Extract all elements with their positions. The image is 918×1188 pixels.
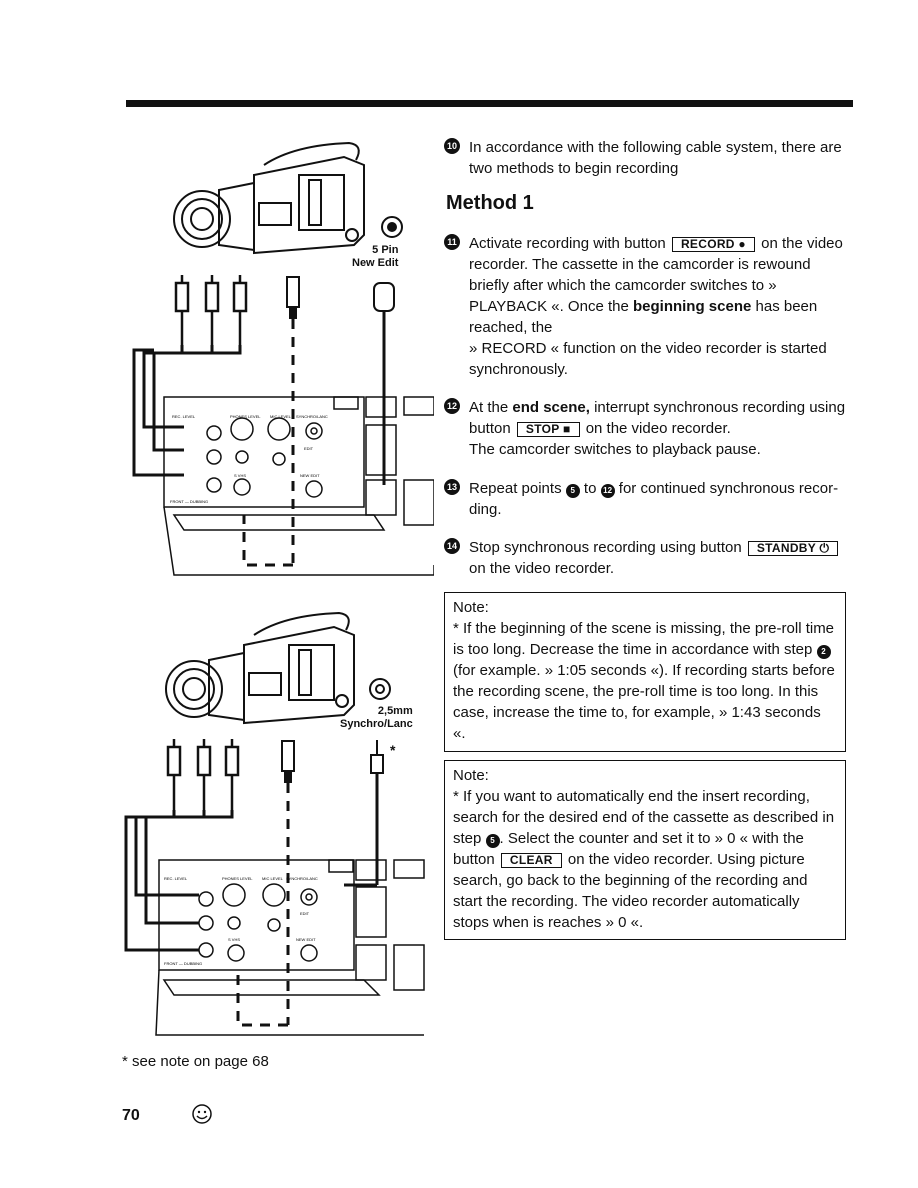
panel-label: FRONT — DUBBING xyxy=(164,961,202,966)
step-number: 12 xyxy=(444,398,460,414)
panel-label: PHONES LEVEL xyxy=(222,876,253,881)
panel-label: S VHS xyxy=(234,473,246,478)
svhs-plug xyxy=(281,740,295,783)
panel-label: MIC LEVEL xyxy=(262,876,284,881)
panel-label: PHONES LEVEL xyxy=(230,414,261,419)
text-span: * If the beginning of the scene is missi… xyxy=(453,620,835,658)
panel-label: REC. LEVEL xyxy=(164,876,188,881)
step-ref: 2 xyxy=(816,645,831,659)
step-text: Activate recording with button RECORD ● … xyxy=(469,233,849,380)
panel-label: SYNCHRO/LANC xyxy=(286,876,318,881)
text-span: to xyxy=(583,480,597,497)
text-span: on the video recorder. xyxy=(585,420,731,437)
panel-label: NEW EDIT xyxy=(300,473,320,478)
figure-cable-lanc: REC. LEVEL PHONES LEVEL MIC LEVEL SYNCHR… xyxy=(124,611,425,1036)
step-number: 13 xyxy=(444,479,460,495)
clear-button-label: CLEAR xyxy=(500,853,562,868)
text-span: At the xyxy=(469,399,509,416)
caption-line: Synchro/Lanc xyxy=(340,718,413,730)
step-14: 14 Stop synchronous recording using butt… xyxy=(444,537,849,579)
record-button-label: RECORD ● xyxy=(671,237,755,252)
step-number: 10 xyxy=(444,138,460,154)
asterisk-mark: * xyxy=(390,742,396,758)
page-number: 70 xyxy=(122,1107,140,1124)
note-box-1: Note: * If the beginning of the scene is… xyxy=(444,592,846,752)
note-title: Note: xyxy=(453,767,489,784)
figure2-caption: 2,5mm Synchro/Lanc xyxy=(340,705,413,731)
step-ref: 12 xyxy=(600,484,615,498)
text-span: on the video recorder. xyxy=(469,560,615,577)
text-span: interrupt synchronous recording using bu… xyxy=(469,399,846,437)
lanc-jack-plug xyxy=(344,740,384,887)
panel-label: REC. LEVEL xyxy=(172,414,196,419)
text-span: Stop synchronous recording using button xyxy=(469,539,742,556)
text-span: » RECORD « function on the video recorde… xyxy=(469,340,827,378)
caption-line: 5 Pin xyxy=(372,244,399,256)
step-ref: 5 xyxy=(565,484,580,498)
rca-plugs xyxy=(166,739,240,810)
step-text: Repeat points 5 to 12 for continued sync… xyxy=(469,478,849,520)
text-span: Repeat points xyxy=(469,480,562,497)
step-10: 10 In accordance with the following cabl… xyxy=(444,137,849,179)
standby-button-label: STANDBY ⏻ xyxy=(747,541,839,556)
edit-plug xyxy=(373,282,395,485)
panel-label: FRONT — DUBBING xyxy=(170,499,208,504)
figure1-caption: 5 Pin New Edit xyxy=(352,244,398,270)
camcorder-illustration xyxy=(173,141,365,255)
stop-button-label: STOP ■ xyxy=(516,422,580,437)
caption-line: 2,5mm xyxy=(377,705,413,717)
header-rule xyxy=(126,100,853,107)
note-text: * If you want to automatically end the i… xyxy=(453,786,837,933)
step-12: 12 At the end scene, interrupt synchrono… xyxy=(444,397,849,460)
panel-label: S VHS xyxy=(228,937,240,942)
text-span: on the video recorder. The cassette in t… xyxy=(469,235,843,315)
five-pin-connector-icon xyxy=(381,216,403,238)
caption-line: New Edit xyxy=(352,257,399,269)
text-span: The camcorder switches to playback pause… xyxy=(469,441,761,458)
camcorder-illustration xyxy=(165,611,355,725)
step-number: 11 xyxy=(444,234,460,250)
note-title: Note: xyxy=(453,599,489,616)
text-span: for continued synchronous recor-ding. xyxy=(469,480,839,518)
step-ref: 5 xyxy=(485,834,500,848)
panel-label: NEW EDIT xyxy=(296,937,316,942)
lanc-connector-icon xyxy=(369,678,391,700)
step-11: 11 Activate recording with button RECORD… xyxy=(444,233,849,380)
text-span: has been reached, the xyxy=(469,298,818,336)
text-span: Activate recording with button xyxy=(469,235,666,252)
panel-label: SYNCHRO/LANC xyxy=(296,414,328,419)
footnote: * see note on page 68 xyxy=(122,1053,269,1070)
bold-span: beginning scene xyxy=(632,298,752,315)
step-text: In accordance with the following cable s… xyxy=(469,139,842,177)
text-span: on the video recorder. Using picture sea… xyxy=(453,851,808,931)
panel-label: EDIT xyxy=(300,911,310,916)
svhs-plug xyxy=(286,276,300,319)
step-text: At the end scene, interrupt synchronous … xyxy=(469,397,849,460)
bold-span: end scene, xyxy=(512,399,590,416)
step-13: 13 Repeat points 5 to 12 for continued s… xyxy=(444,478,849,520)
panel-label: MIC LEVEL xyxy=(270,414,292,419)
method-heading: Method 1 xyxy=(446,192,534,214)
text-span: * If you want to automatically end the i… xyxy=(453,788,835,847)
step-number: 14 xyxy=(444,538,460,554)
text-span: (for example. » 1:05 seconds «). If reco… xyxy=(453,662,835,742)
vcr-panel xyxy=(163,396,434,576)
vcr-panel xyxy=(155,859,425,1036)
rca-plugs xyxy=(174,275,248,345)
step-text: Stop synchronous recording using button … xyxy=(469,537,849,579)
text-span: . Select the counter and set it to » 0 «… xyxy=(453,830,804,868)
recycle-logo-icon xyxy=(192,1104,212,1124)
panel-label: EDIT xyxy=(304,446,314,451)
note-box-2: Note: * If you want to automatically end… xyxy=(444,760,846,940)
figure-cable-5pin: REC. LEVEL PHONES LEVEL MIC LEVEL SYNCHR… xyxy=(132,141,434,576)
note-text: * If the beginning of the scene is missi… xyxy=(453,618,837,744)
